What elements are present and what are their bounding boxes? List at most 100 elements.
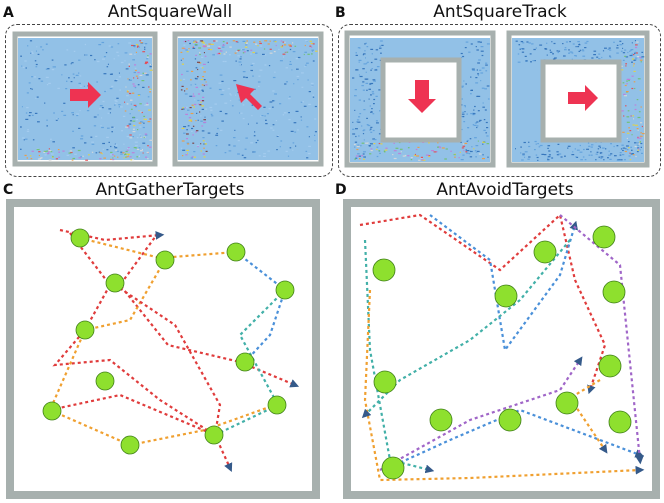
trail-dot — [608, 150, 610, 152]
trail-dot — [484, 88, 487, 90]
trail-dot — [142, 152, 144, 154]
target-circle — [75, 320, 95, 340]
trail-dot — [222, 60, 225, 63]
trail-dot — [182, 107, 184, 109]
trail-dot — [258, 75, 261, 77]
trail-dot — [131, 159, 135, 161]
trail-dot — [52, 66, 55, 68]
trail-dot — [128, 123, 132, 125]
group-box-b — [338, 24, 661, 177]
trail-dot — [478, 153, 482, 155]
trail-dot — [129, 134, 132, 136]
trail-dot — [640, 57, 643, 59]
trail-dot — [136, 46, 138, 48]
trail-dot — [64, 64, 67, 66]
trail-dot — [307, 153, 311, 155]
trail-dot — [53, 112, 55, 114]
trail-dot — [632, 124, 635, 126]
trail-dot — [624, 95, 627, 97]
trail-dot — [608, 154, 612, 156]
trail-dot — [180, 89, 183, 91]
trail-dot — [101, 117, 103, 119]
trail-dot — [71, 159, 74, 161]
trail-dot — [244, 42, 247, 44]
trail-dot — [109, 112, 111, 114]
trail-dot — [291, 69, 293, 71]
trail-dot — [122, 115, 126, 117]
trail-dot — [108, 108, 112, 110]
trail-dot — [629, 130, 632, 132]
trail-dot — [70, 63, 72, 65]
trail-dot — [609, 56, 612, 58]
trail-dot — [129, 53, 133, 55]
trail-dot — [634, 108, 637, 111]
trail-dot — [640, 142, 643, 145]
trail-dot — [116, 51, 119, 53]
trail-dot — [110, 151, 113, 153]
trail-dot — [557, 51, 559, 54]
trail-dot — [619, 40, 622, 42]
trail-dot — [630, 115, 632, 117]
trail-dot — [475, 77, 478, 79]
trail-dot — [78, 127, 81, 129]
trail-dot — [52, 156, 54, 158]
trail-dot — [368, 145, 371, 147]
trail-dot — [105, 90, 107, 92]
trail-dot — [464, 111, 466, 113]
trail-dot — [610, 143, 612, 145]
trail-dot — [201, 89, 204, 91]
trail-dot — [598, 145, 601, 147]
trail-dot — [24, 138, 28, 140]
trail-dot — [556, 151, 559, 153]
trail-dot — [465, 151, 468, 153]
trail-dot — [139, 134, 142, 136]
trail-dot — [374, 69, 378, 71]
trail-dot — [558, 153, 562, 155]
trail-dot — [569, 41, 571, 43]
trail-dot — [549, 49, 551, 51]
trail-dot — [264, 40, 268, 42]
trail-dot — [591, 144, 594, 146]
trail-dot — [201, 67, 204, 69]
trail-dot — [477, 74, 479, 76]
trail-dot — [118, 104, 121, 106]
trail-dot — [61, 110, 64, 112]
trail-dot — [630, 49, 634, 51]
trail-dot — [487, 156, 489, 158]
trail-dot — [192, 93, 194, 95]
trail-dot — [369, 128, 372, 130]
trail-dot — [182, 149, 186, 151]
trail-dot — [407, 147, 410, 149]
trail-dot — [486, 135, 489, 137]
trail-dot — [145, 118, 147, 120]
trail-dot — [480, 46, 484, 48]
trail-dot — [202, 140, 205, 142]
trail-dot — [137, 94, 140, 96]
trail-dot — [609, 49, 612, 51]
trail-dot — [273, 51, 276, 53]
trail-dot — [101, 41, 105, 44]
trail-dot — [126, 153, 128, 155]
trail-dot — [127, 148, 130, 150]
trail-dot — [31, 114, 34, 116]
trail-dot — [365, 42, 367, 44]
trail-dot — [132, 116, 135, 118]
trail-dot — [477, 41, 481, 43]
trail-dot — [35, 50, 37, 52]
trail-dot — [536, 156, 539, 159]
trail-dot — [233, 80, 237, 82]
trail-dot — [192, 95, 196, 97]
trail-dot — [265, 119, 267, 121]
trail-dot — [194, 58, 197, 60]
trail-dot — [582, 50, 585, 52]
trail-dot — [63, 102, 66, 104]
trail-dot — [547, 145, 551, 147]
trail-dot — [360, 145, 362, 147]
trail-dot — [251, 104, 254, 106]
target-circle — [42, 401, 62, 421]
trail-dot — [259, 41, 261, 43]
ant-paths — [359, 212, 645, 482]
trail-dot — [635, 44, 638, 46]
trail-dot — [197, 68, 199, 71]
trail-dot — [428, 155, 431, 157]
